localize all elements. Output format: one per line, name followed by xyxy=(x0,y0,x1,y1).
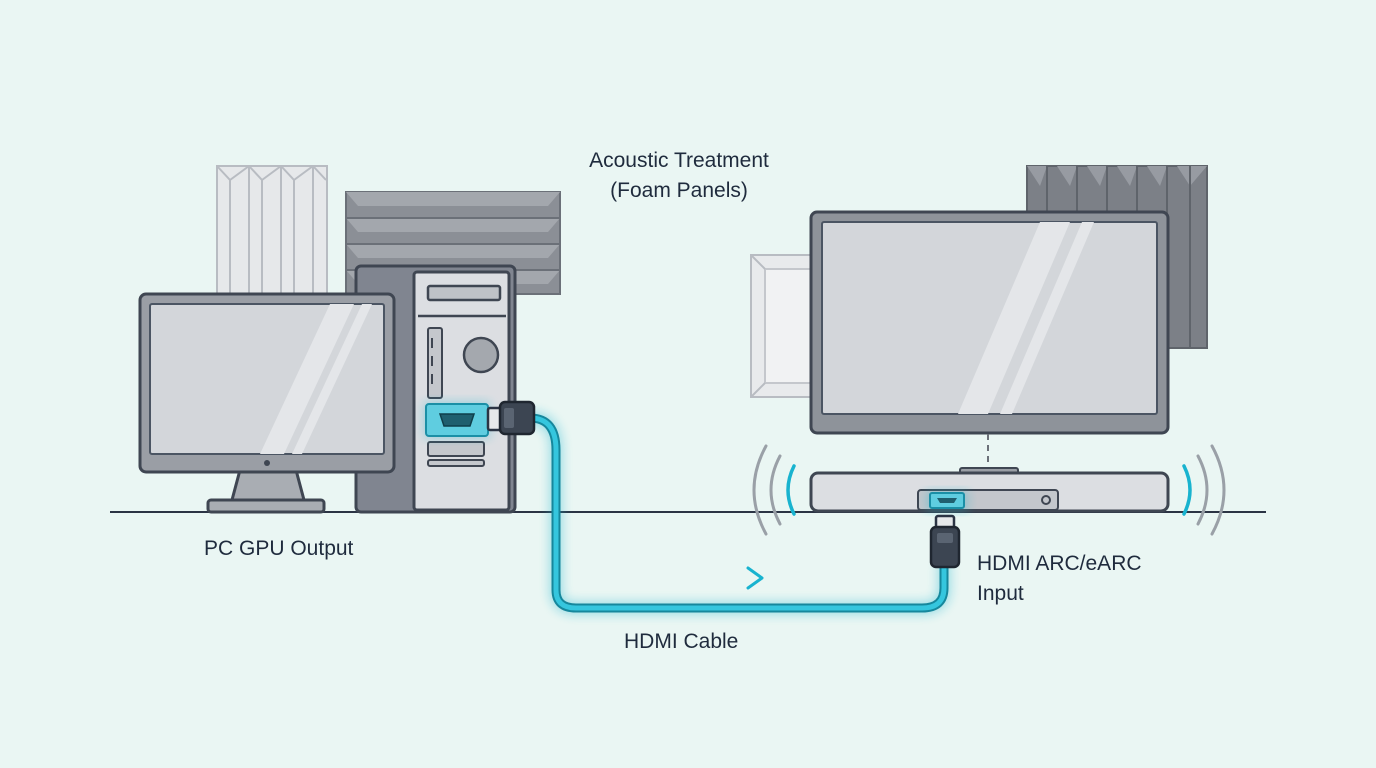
hdmi-port-icon xyxy=(424,402,490,438)
hdmi-port-icon xyxy=(926,490,968,512)
foam-panel-icon xyxy=(216,165,328,301)
arrow-right-icon xyxy=(620,566,764,590)
hdmi-input-label: HDMI ARC/eARC Input xyxy=(977,549,1142,609)
acoustic-label-line2: (Foam Panels) xyxy=(610,179,748,202)
pc-tower-icon xyxy=(354,264,517,514)
sound-wave-icon xyxy=(1182,444,1226,536)
hdmi-cable-label: HDMI Cable xyxy=(624,630,739,653)
pc-output-label: PC GPU Output xyxy=(204,537,354,560)
tv-icon xyxy=(809,210,1170,470)
input-label-line2: Input xyxy=(977,582,1024,605)
sound-wave-icon xyxy=(752,444,796,536)
soundbar-icon xyxy=(809,467,1170,513)
input-label-line1: HDMI ARC/eARC xyxy=(977,552,1142,575)
acoustic-treatment-label: Acoustic Treatment (Foam Panels) xyxy=(572,146,786,206)
hdmi-plug-icon xyxy=(929,514,961,569)
monitor-icon xyxy=(138,292,396,514)
hdmi-plug-icon xyxy=(486,400,536,436)
acoustic-label-line1: Acoustic Treatment xyxy=(589,149,769,172)
hdmi-cable xyxy=(523,411,951,615)
